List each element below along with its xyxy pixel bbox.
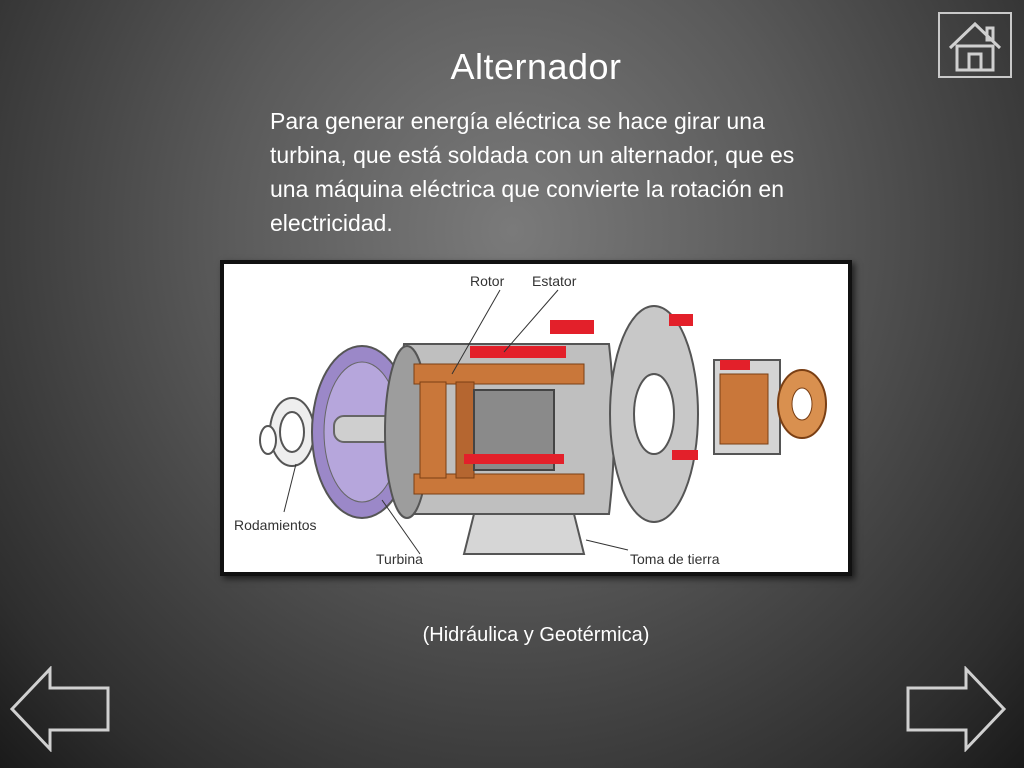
label-rotor: Rotor xyxy=(470,273,505,289)
label-toma-de-tierra: Toma de tierra xyxy=(630,551,720,567)
label-estator: Estator xyxy=(532,273,577,289)
label-turbina: Turbina xyxy=(376,551,423,567)
arrow-right-icon xyxy=(906,665,1007,753)
home-icon xyxy=(948,21,1002,72)
stator-windings xyxy=(413,363,585,385)
slide-body-text: Para generar energía eléctrica se hace g… xyxy=(270,108,795,236)
alternator-diagram: Rotor Estator Rodamientos Turbina Toma d… xyxy=(220,260,852,576)
arrow-left-icon xyxy=(9,665,110,753)
previous-slide-button[interactable] xyxy=(9,665,112,757)
label-rodamientos: Rodamientos xyxy=(234,517,317,533)
base-mount xyxy=(462,513,586,555)
slide-title: Alternador xyxy=(450,46,622,87)
home-button[interactable] xyxy=(938,12,1012,78)
figure-caption: (Hidráulica y Geotérmica) xyxy=(422,624,650,646)
next-slide-button[interactable] xyxy=(904,665,1007,757)
